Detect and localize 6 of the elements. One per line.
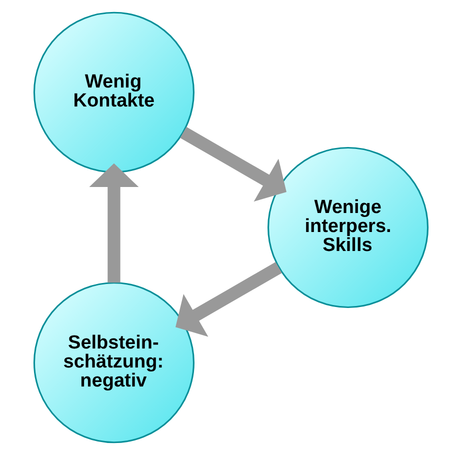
- node-circle: Wenig Kontakte: [32, 12, 194, 173]
- arrow: [174, 262, 282, 337]
- node-circle: Selbstein- schätzung: negativ: [32, 282, 194, 444]
- arrow: [88, 163, 138, 283]
- node-circle: Wenige interpers. Skills: [266, 146, 428, 308]
- arrow: [180, 126, 286, 202]
